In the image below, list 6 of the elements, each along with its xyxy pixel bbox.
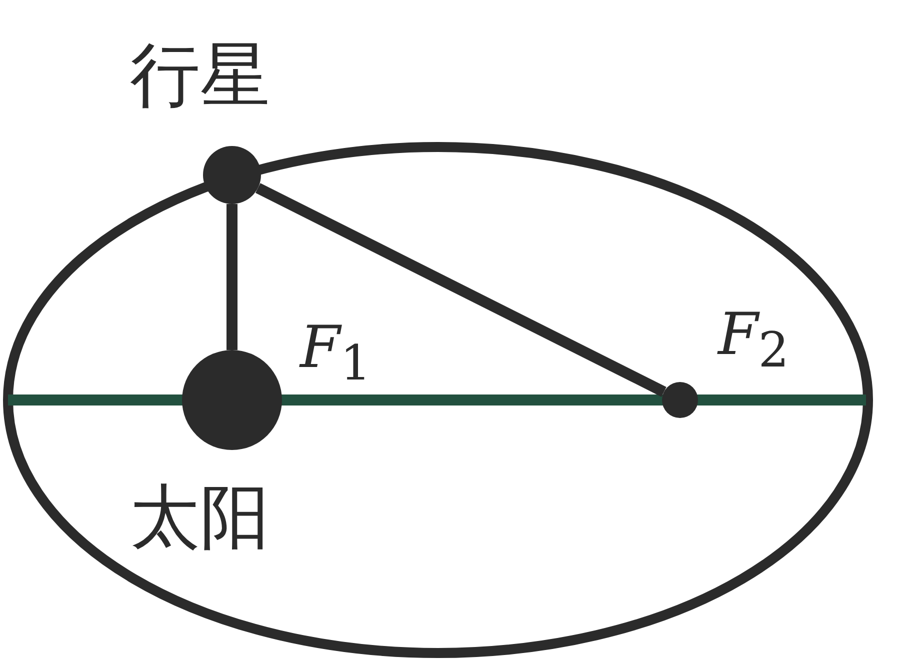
- connecting-line: [226, 204, 238, 350]
- focus-label: F$_{2}$: [718, 305, 789, 375]
- sun-label: 太阳: [130, 482, 270, 552]
- focus-label: F$_{1}$: [300, 318, 371, 388]
- connecting-line: [255, 183, 666, 397]
- planet-label: 行星: [130, 40, 270, 110]
